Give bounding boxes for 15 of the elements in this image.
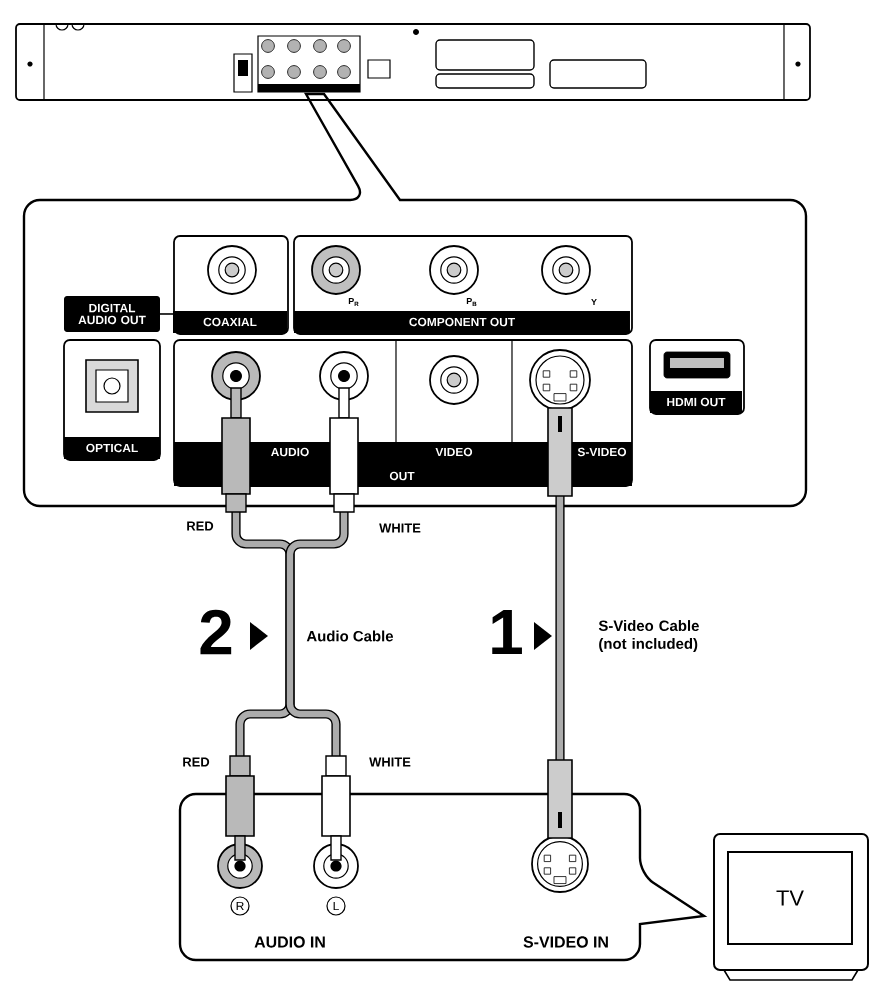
s-video-jack	[531, 835, 589, 893]
step-number: 1	[492, 610, 522, 654]
tv-drawing: TV	[713, 833, 869, 981]
rca-jack	[429, 355, 479, 405]
rca-jack	[319, 351, 369, 401]
cable	[221, 387, 295, 861]
rca-jack	[311, 245, 361, 295]
s-video-jack	[529, 349, 591, 411]
cable	[285, 387, 359, 861]
cable	[547, 407, 573, 839]
step-number: 2	[200, 609, 232, 655]
rca-jack	[211, 351, 261, 401]
rca-jack	[207, 245, 257, 295]
rca-jack	[541, 245, 591, 295]
rca-jack	[429, 245, 479, 295]
